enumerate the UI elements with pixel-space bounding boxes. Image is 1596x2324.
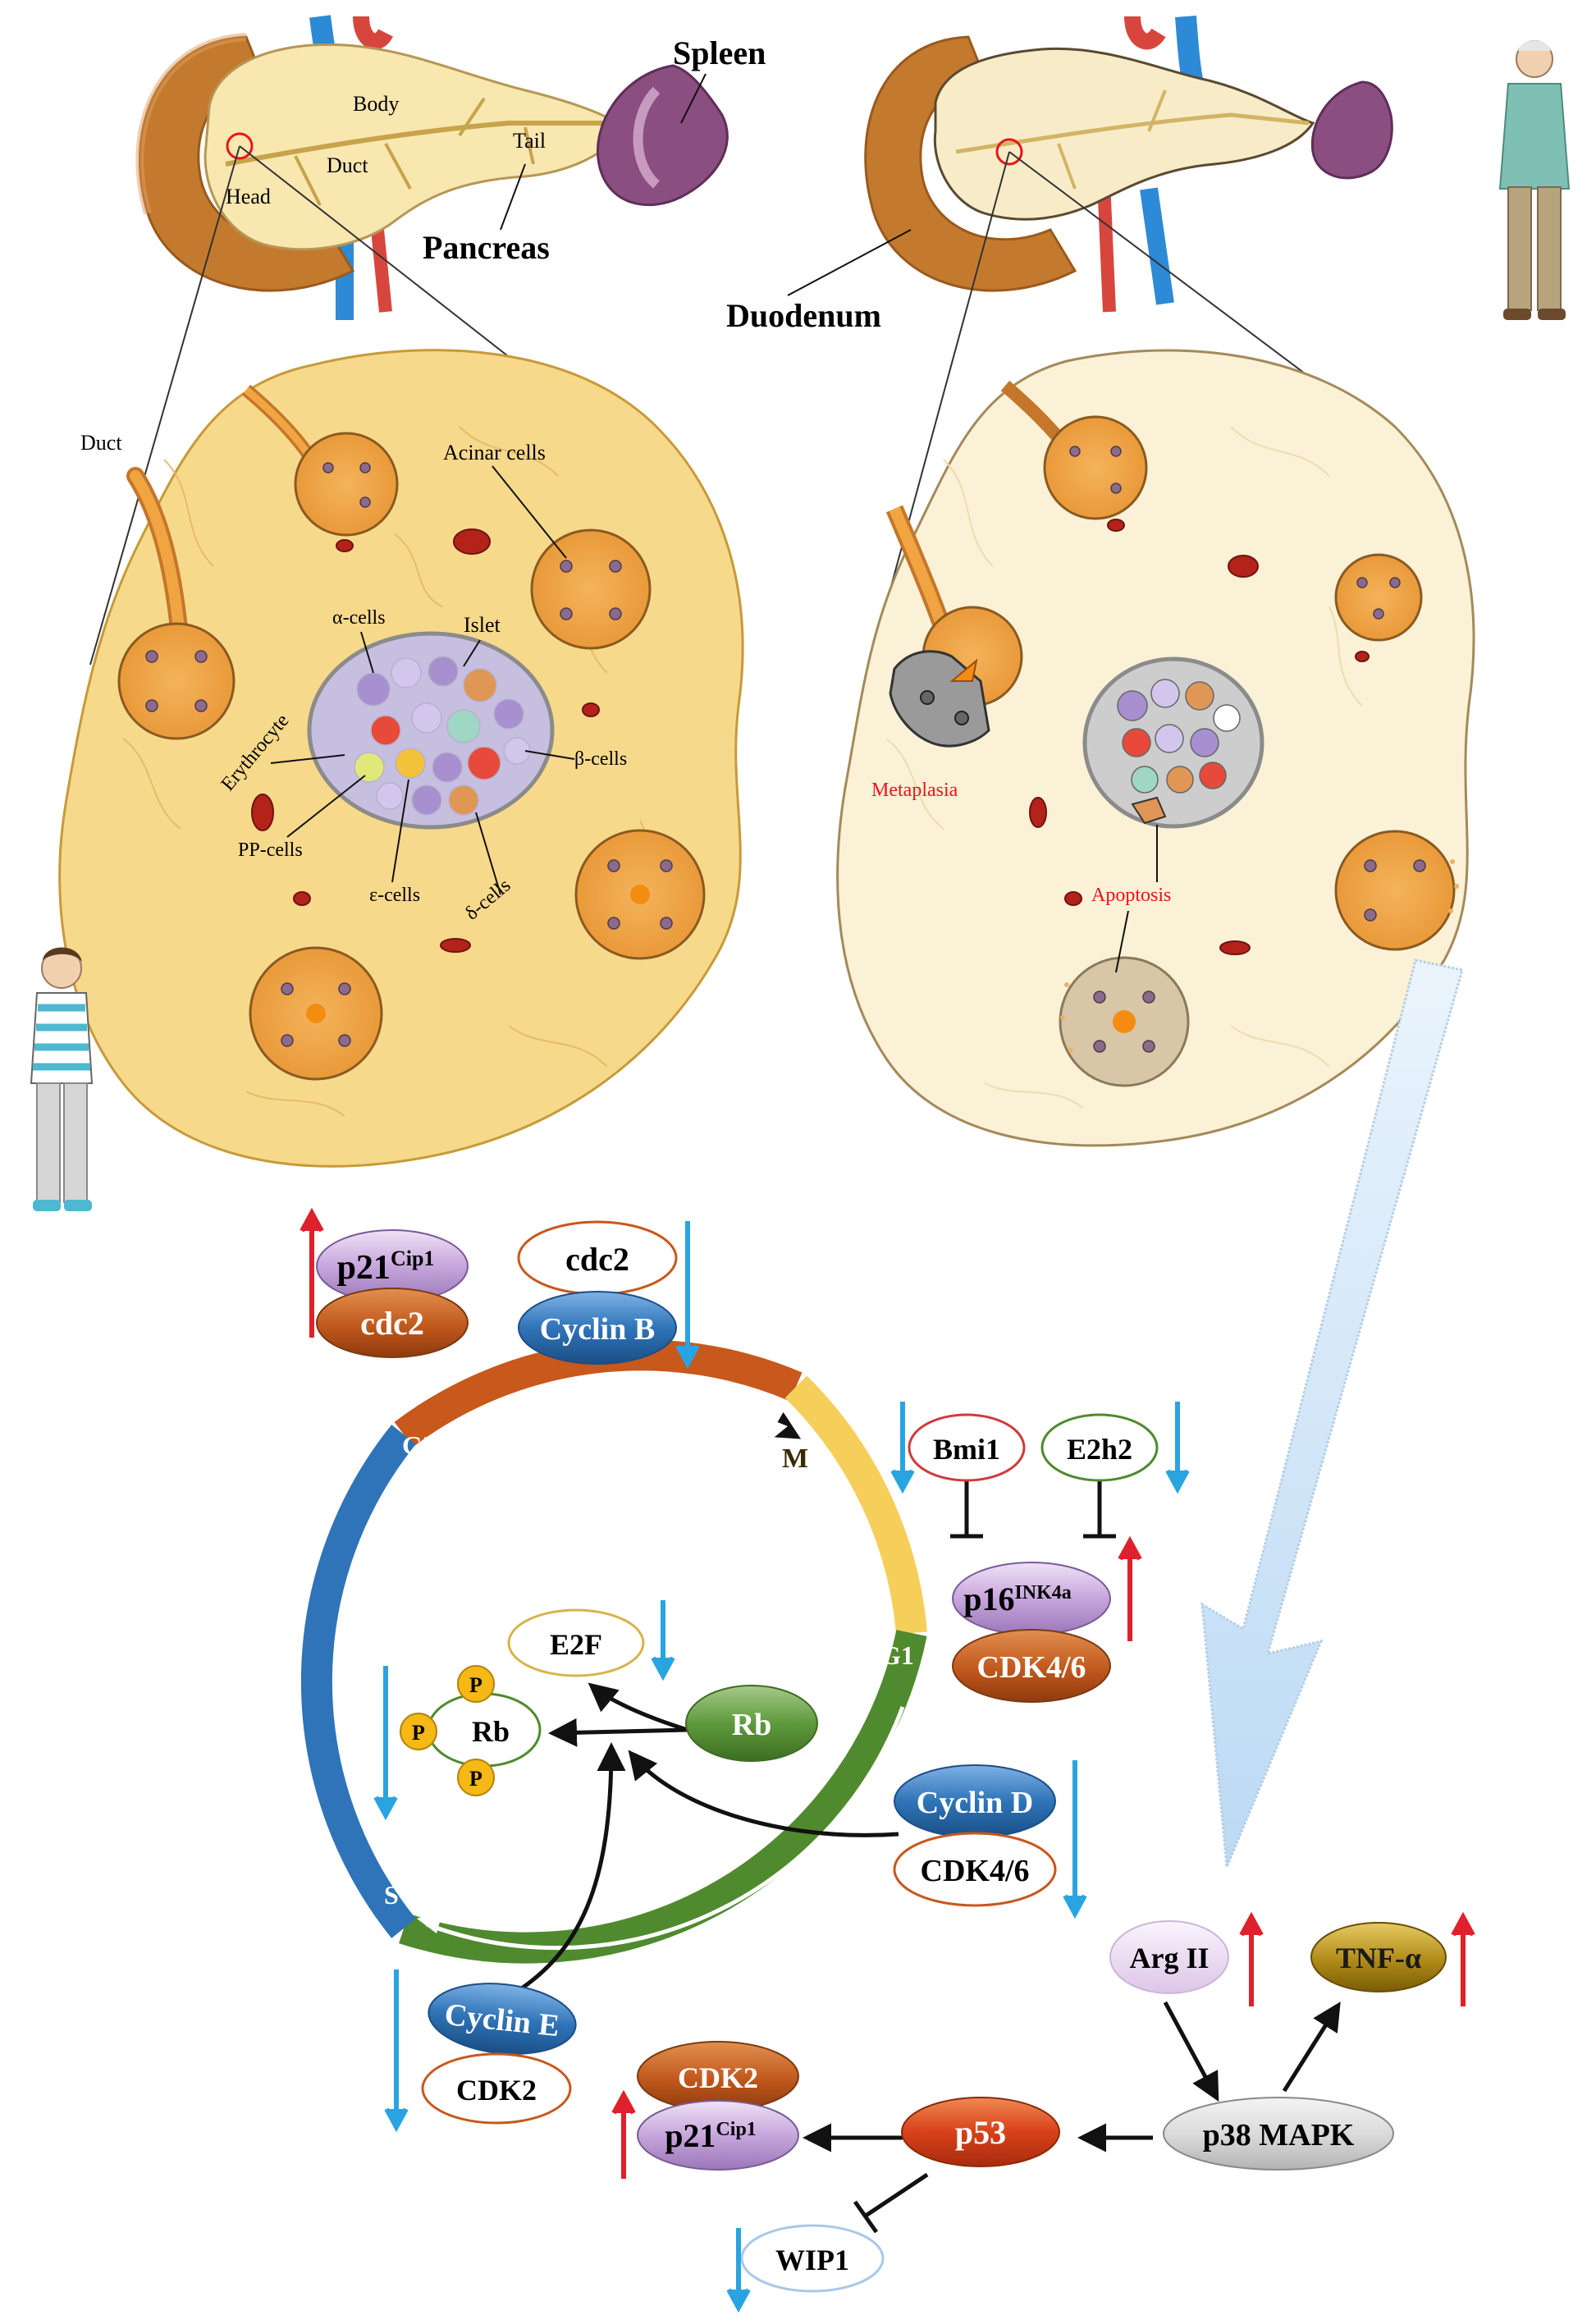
svg-text:p21Cip1: p21Cip1 xyxy=(665,2117,757,2154)
spleen-organ xyxy=(597,64,729,207)
node-rb: Rb xyxy=(685,1685,818,1762)
islet-label: Islet xyxy=(464,613,501,637)
metaplasia-label: Metaplasia xyxy=(871,780,958,801)
node-arg2: Arg II xyxy=(1109,1920,1229,1994)
svg-text:P: P xyxy=(469,1767,482,1791)
up-arrow-icon xyxy=(300,1207,1475,2179)
islet-young xyxy=(307,631,555,830)
transition-arrow xyxy=(1200,958,1464,1868)
phase-arc-g1 xyxy=(399,1630,927,1964)
node-cdc2-top: cdc2 xyxy=(517,1220,678,1296)
duodenum-label: Duodenum xyxy=(726,297,881,334)
young-person-icon xyxy=(30,947,94,1211)
elderly-person-icon xyxy=(1498,40,1571,320)
node-cdk2-e: CDK2 xyxy=(421,2052,572,2125)
svg-text:P: P xyxy=(469,1673,482,1697)
svg-text:p53: p53 xyxy=(955,2114,1006,2151)
svg-text:cdc2: cdc2 xyxy=(565,1241,629,1278)
node-p21-top: p21Cip1 xyxy=(316,1229,469,1303)
regulation-indicators xyxy=(300,1207,1475,2313)
svg-text:TNF-α: TNF-α xyxy=(1336,1942,1421,1974)
phase-label-g1: G1 xyxy=(880,1640,914,1670)
pancreas-young-anatomy: Spleen Body Tail Duct Head Pancreas xyxy=(135,15,766,320)
svg-text:Cyclin B: Cyclin B xyxy=(540,1312,655,1347)
svg-text:Rb: Rb xyxy=(472,1715,510,1748)
bottom-pathway-arrows xyxy=(803,2001,1341,2234)
node-wip1: WIP1 xyxy=(740,2224,885,2293)
node-cdk46-d: CDK4/6 xyxy=(893,1832,1057,1907)
node-cdc2-left: cdc2 xyxy=(316,1288,469,1358)
down-arrow-icon xyxy=(373,1221,1190,2313)
duct-label: Duct xyxy=(327,153,368,177)
svg-text:p21Cip1: p21Cip1 xyxy=(337,1247,435,1287)
svg-text:WIP1: WIP1 xyxy=(775,2244,849,2276)
phase-label-s: S xyxy=(384,1880,399,1910)
pp-cells-label: PP-cells xyxy=(238,839,303,861)
head-marker-circle xyxy=(226,132,254,160)
svg-text:p38 MAPK: p38 MAPK xyxy=(1203,2118,1355,2152)
node-cdk2-bottom: CDK2 xyxy=(637,2041,799,2111)
islet-aged xyxy=(1082,656,1264,829)
body-label: Body xyxy=(353,92,399,116)
beta-cells-label: β-cells xyxy=(574,748,627,770)
acinar-label: Acinar cells xyxy=(443,441,546,464)
node-tnfa: TNF-α xyxy=(1310,1922,1447,1992)
alpha-cells-label: α-cells xyxy=(332,607,386,629)
svg-text:Bmi1: Bmi1 xyxy=(933,1433,1000,1466)
apoptosis-label: Apoptosis xyxy=(1091,885,1171,906)
node-p16: p16INK4a xyxy=(952,1562,1111,1635)
duct-tissue-label: Duct xyxy=(80,431,122,455)
head-label: Head xyxy=(226,185,271,208)
node-e2h2: E2h2 xyxy=(1040,1413,1159,1482)
pancreas-label: Pancreas xyxy=(423,229,550,266)
node-rb-phosphorylated: Rb P P P xyxy=(400,1665,542,1796)
epsilon-cells-label: ε-cells xyxy=(369,885,420,906)
svg-text:Rb: Rb xyxy=(732,1708,772,1742)
node-p53: p53 xyxy=(901,2097,1060,2167)
node-bmi1: Bmi1 xyxy=(908,1413,1026,1482)
svg-text:CDK4/6: CDK4/6 xyxy=(921,1854,1030,1888)
node-cyclin-b: Cyclin B xyxy=(518,1291,677,1365)
node-p21-bottom: p21Cip1 xyxy=(637,2100,799,2171)
tissue-aged: Metaplasia Apoptosis xyxy=(836,349,1475,1147)
pancreas-organ xyxy=(204,43,625,251)
pancreas-aged-anatomy: Duodenum xyxy=(726,16,1571,334)
phase-arc-s xyxy=(300,1425,416,1938)
svg-text:CDK2: CDK2 xyxy=(456,2074,537,2107)
cycle-regulation-arrows xyxy=(511,1682,899,1997)
tissue-young: Duct Acinar cells α-cells Islet Erythroc… xyxy=(58,349,744,1168)
svg-text:p16INK4a: p16INK4a xyxy=(963,1581,1072,1617)
node-p38-mapk: p38 MAPK xyxy=(1163,2097,1394,2171)
svg-text:E2F: E2F xyxy=(550,1628,602,1661)
svg-text:Arg II: Arg II xyxy=(1130,1942,1210,1974)
svg-text:P: P xyxy=(412,1721,425,1745)
node-cdk46-right: CDK4/6 xyxy=(952,1629,1111,1703)
spleen-label: Spleen xyxy=(673,34,766,71)
p16-inhibitors xyxy=(950,1477,1116,1539)
svg-text:E2h2: E2h2 xyxy=(1067,1433,1132,1466)
node-cyclin-e: Cyclin E xyxy=(428,1983,577,2055)
phase-label-m: M xyxy=(782,1443,808,1474)
svg-text:cdc2: cdc2 xyxy=(360,1305,424,1342)
phase-arc-g2 xyxy=(394,1339,803,1448)
acinar-cluster xyxy=(117,432,706,1081)
phase-label-g2: G2 xyxy=(402,1430,436,1460)
svg-text:CDK2: CDK2 xyxy=(678,2061,758,2094)
svg-text:CDK4/6: CDK4/6 xyxy=(977,1650,1086,1685)
node-e2f: E2F xyxy=(507,1608,645,1677)
phosphate-badges: P P P xyxy=(400,1665,495,1796)
tail-label: Tail xyxy=(513,129,546,153)
svg-text:Cyclin D: Cyclin D xyxy=(917,1786,1034,1820)
phase-arc-m xyxy=(784,1375,927,1635)
node-cyclin-d: Cyclin D xyxy=(894,1764,1056,1838)
